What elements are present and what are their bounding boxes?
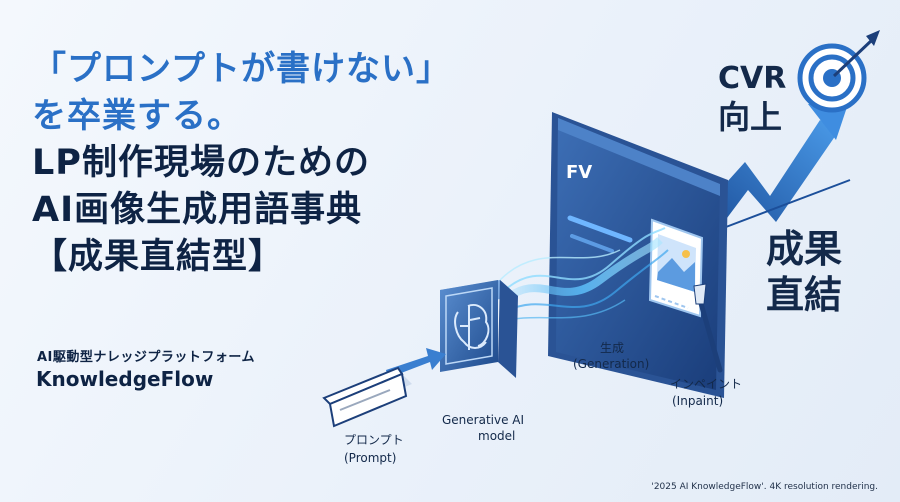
prompt-label-en: (Prompt) (344, 451, 396, 465)
model-label-line1: Generative AI (442, 413, 524, 427)
headline-line-5: 【成果直結型】 (32, 237, 285, 277)
paintbrush-icon (693, 283, 723, 373)
inpaint-label-en: (Inpaint) (672, 394, 723, 408)
result-label-line1: 成果 (766, 227, 842, 271)
headline-line-3: LP制作現場のための (32, 143, 370, 183)
model-label-line2: model (478, 429, 515, 443)
target-icon (797, 30, 880, 113)
prompt-arrow-icon (386, 348, 446, 378)
generation-label-en: (Generation) (573, 357, 649, 371)
inpaint-label-jp: インペイント (670, 377, 742, 391)
footer-credit: '2025 AI KnowledgeFlow'. 4K resolution r… (651, 482, 878, 492)
generation-label-jp: 生成 (600, 341, 624, 355)
brand-subtitle: AI駆動型ナレッジプラットフォーム (37, 350, 256, 365)
cvr-label: CVR (718, 61, 786, 96)
brand-name: KnowledgeFlow (36, 367, 214, 391)
screen-label: FV (566, 162, 592, 183)
prompt-label-jp: プロンプト (344, 433, 404, 447)
headline: 「プロンプトが書けない」 を卒業する。 LP制作現場のための AI画像生成用語事… (32, 46, 451, 281)
headline-line-1: 「プロンプトが書けない」 (32, 49, 451, 89)
prompt-input-icon (322, 366, 412, 428)
headline-line-2: を卒業する。 (32, 96, 242, 136)
ai-brain-cube-icon (440, 280, 518, 378)
cvr-label-sub: 向上 (718, 98, 782, 136)
data-stream (499, 227, 669, 323)
headline-line-4: AI画像生成用語事典 (32, 190, 363, 230)
result-label-line2: 直結 (766, 273, 842, 317)
